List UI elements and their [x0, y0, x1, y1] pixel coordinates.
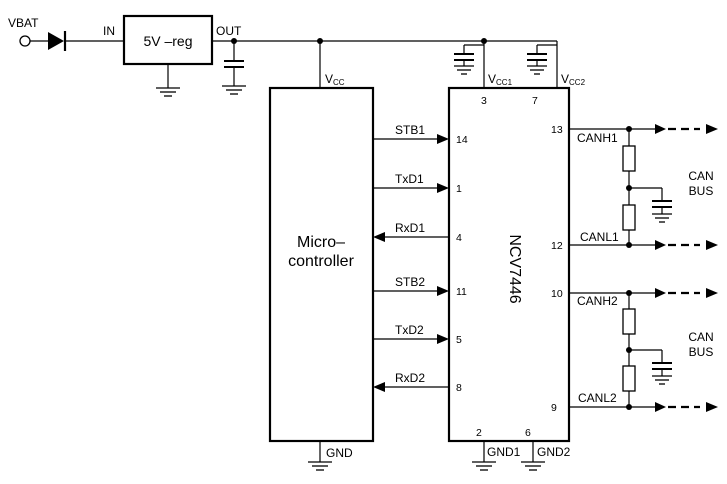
canh2-label: CANH2 — [577, 294, 618, 308]
canh2-arrow — [655, 288, 666, 298]
canl1-arrow — [655, 240, 666, 250]
canl1-bus-arrow — [706, 240, 718, 250]
mcu-vcc-label: VCC — [325, 72, 345, 87]
output-capacitor-symbol — [222, 41, 246, 95]
regulator-label: 5V –reg — [143, 33, 192, 49]
termination-network-2 — [622, 293, 672, 407]
vcc2-capacitor-symbol — [527, 44, 557, 75]
microcontroller-box — [268, 86, 375, 443]
regulator-box — [122, 14, 214, 66]
rxd1-arrow — [373, 232, 385, 242]
stb2-arrow — [437, 286, 449, 296]
canh1-label: CANH1 — [577, 131, 618, 145]
can-bus-1-label-line2: BUS — [689, 184, 714, 198]
canh1-bus-arrow — [706, 124, 718, 134]
reg-out-label: OUT — [216, 24, 242, 38]
canh1-arrow — [655, 124, 666, 134]
ic-name: NCV7446 — [506, 234, 523, 303]
gnd2-label: GND2 — [537, 445, 571, 459]
pin-1-label: 1 — [456, 183, 462, 195]
pin-6-label: 6 — [525, 427, 531, 439]
vcc1-label: VCC1 — [488, 72, 513, 87]
pin-4-label: 4 — [456, 232, 462, 244]
pin-14-label: 14 — [456, 134, 468, 146]
pin-12-label: 12 — [551, 240, 563, 252]
reg-in-label: IN — [103, 24, 115, 38]
vcc2-label: VCC2 — [561, 72, 586, 87]
ncv7446-box — [447, 86, 571, 443]
txd1-arrow — [437, 183, 449, 193]
vbat-label: VBAT — [8, 16, 39, 30]
resistor-symbol — [622, 365, 636, 392]
pin-5-label: 5 — [456, 334, 462, 346]
pin-3-label: 3 — [481, 95, 487, 107]
termination-network-1 — [622, 129, 672, 245]
can-bus-2-label-line1: CAN — [688, 330, 713, 344]
canl2-bus-arrow — [706, 402, 718, 412]
regulator-ground-symbol — [156, 64, 180, 97]
canh2-bus-arrow — [706, 288, 718, 298]
junction-dot — [481, 38, 487, 44]
gnd1-label: GND1 — [487, 445, 521, 459]
resistor-symbol — [622, 204, 636, 231]
pin-11-label: 11 — [456, 286, 467, 298]
txd1-label: TxD1 — [395, 172, 424, 186]
pin-7-label: 7 — [532, 95, 538, 107]
can-bus-2-label-line2: BUS — [689, 345, 714, 359]
pin-10-label: 10 — [551, 288, 563, 300]
canl1-label: CANL1 — [580, 230, 619, 244]
stb1-label: STB1 — [395, 123, 425, 137]
stb2-label: STB2 — [395, 275, 425, 289]
rxd1-label: RxD1 — [395, 221, 425, 235]
rxd2-arrow — [373, 382, 385, 392]
stb1-arrow — [437, 134, 449, 144]
pin-2-label: 2 — [476, 427, 482, 439]
gnd1-ground-symbol — [472, 441, 496, 471]
txd2-arrow — [437, 334, 449, 344]
diode-symbol — [48, 31, 67, 51]
pin-8-label: 8 — [456, 382, 462, 394]
vcc1-capacitor-symbol — [454, 44, 484, 75]
txd2-label: TxD2 — [395, 323, 424, 337]
can-bus-1-label-line1: CAN — [688, 169, 713, 183]
pin-13-label: 13 — [551, 124, 563, 136]
rxd2-label: RxD2 — [395, 371, 425, 385]
microcontroller-label-line2: controller — [288, 253, 354, 270]
resistor-symbol — [622, 308, 636, 335]
mcu-gnd-label: GND — [326, 446, 353, 460]
mcu-ground-symbol — [308, 441, 332, 471]
pin-9-label: 9 — [551, 402, 557, 414]
resistor-symbol — [622, 145, 636, 172]
gnd2-ground-symbol — [521, 441, 545, 471]
vbat-terminal — [19, 35, 31, 47]
canl2-label: CANL2 — [578, 391, 617, 405]
microcontroller-label-line1: Micro– — [297, 234, 345, 251]
canl2-arrow — [655, 402, 666, 412]
